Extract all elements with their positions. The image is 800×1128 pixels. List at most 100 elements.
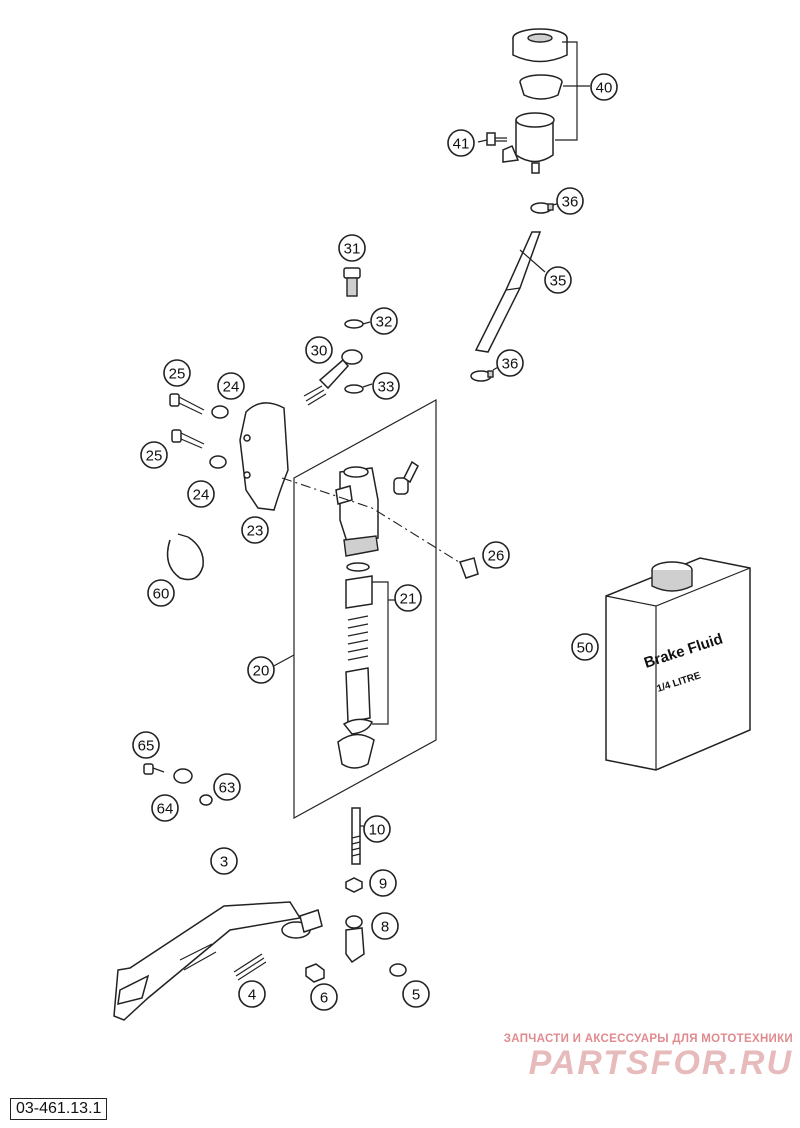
brake-hose <box>474 231 542 353</box>
hose-fitting <box>303 349 363 406</box>
master-cylinder-body <box>335 466 379 557</box>
callout-40: 40 <box>590 73 618 101</box>
callout-circle <box>187 480 215 508</box>
watermark-tagline: ЗАПЧАСТИ И АКСЕССУАРЫ ДЛЯ МОТОТЕХНИКИ <box>503 1033 793 1045</box>
callout-circle <box>310 983 338 1011</box>
callout-5: 5 <box>402 980 430 1008</box>
callout-circle <box>372 372 400 400</box>
callout-label: 33 <box>378 379 395 396</box>
callout-6: 6 <box>310 983 338 1011</box>
bushing-64 <box>173 768 193 784</box>
callout-3: 3 <box>210 847 238 875</box>
bracket-21 <box>372 581 398 725</box>
callout-circle <box>213 773 241 801</box>
callout-label: 41 <box>453 136 470 153</box>
bolt-25-upper <box>169 393 205 415</box>
callout-label: 9 <box>379 876 387 893</box>
o-ring <box>346 562 370 572</box>
callout-35: 35 <box>544 266 572 294</box>
callout-label: 26 <box>488 548 505 565</box>
callout-32: 32 <box>370 307 398 335</box>
callout-label: 63 <box>219 780 236 797</box>
spring <box>347 615 369 661</box>
document-code: 03-461.13.1 <box>10 1098 108 1120</box>
spring-4 <box>233 953 267 981</box>
primary-seal <box>345 575 373 609</box>
reservoir-diaphragm <box>519 74 563 100</box>
callout-circle <box>447 129 475 157</box>
nut-63 <box>199 794 213 806</box>
callout-8: 8 <box>371 912 399 940</box>
circlip-21 <box>342 718 373 735</box>
callout-9: 9 <box>369 869 397 897</box>
callout-label: 23 <box>247 523 264 540</box>
nut-9 <box>345 877 363 893</box>
callout-circle <box>571 633 599 661</box>
callout-circle <box>151 794 179 822</box>
hose-clamp-upper <box>530 202 554 214</box>
callout-label: 35 <box>550 273 567 290</box>
callout-label: 64 <box>157 801 174 818</box>
callout-24: 24 <box>217 372 245 400</box>
dust-boot <box>337 733 375 769</box>
piston <box>345 667 371 723</box>
callout-60: 60 <box>147 579 175 607</box>
callout-circle <box>241 516 269 544</box>
callout-label: 24 <box>223 379 240 396</box>
callout-label: 31 <box>344 241 361 258</box>
callout-label: 20 <box>253 663 270 680</box>
callout-25: 25 <box>163 359 191 387</box>
callout-circle <box>247 656 275 684</box>
callout-label: 3 <box>220 854 228 871</box>
callout-circle <box>147 579 175 607</box>
callout-30: 30 <box>305 336 333 364</box>
callout-31: 31 <box>338 234 366 262</box>
heel-guard <box>239 402 289 511</box>
callout-label: 21 <box>400 591 417 608</box>
callout-label: 4 <box>248 987 256 1004</box>
callout-63: 63 <box>213 773 241 801</box>
callout-circle <box>496 349 524 377</box>
callout-10: 10 <box>363 815 391 843</box>
callout-label: 30 <box>311 343 328 360</box>
brake-pedal <box>113 901 323 1021</box>
callout-36: 36 <box>556 187 584 215</box>
washer-33 <box>344 384 364 394</box>
bushing-24-lower <box>209 455 227 469</box>
callout-41: 41 <box>447 129 475 157</box>
callout-circle <box>556 187 584 215</box>
callout-23: 23 <box>241 516 269 544</box>
callout-circle <box>363 815 391 843</box>
callout-circle <box>370 307 398 335</box>
callout-label: 10 <box>369 822 386 839</box>
callout-label: 60 <box>153 586 170 603</box>
bracket-40 <box>555 41 590 141</box>
screw-65 <box>143 763 165 775</box>
callout-circle <box>394 584 422 612</box>
callout-label: 24 <box>193 487 210 504</box>
callout-circle <box>482 541 510 569</box>
callout-24: 24 <box>187 480 215 508</box>
callout-50: 50 <box>571 633 599 661</box>
callout-20: 20 <box>247 656 275 684</box>
callout-label: 40 <box>596 80 613 97</box>
callout-circle <box>140 441 168 469</box>
callout-label: 6 <box>320 990 328 1007</box>
callout-21: 21 <box>394 584 422 612</box>
callout-circle <box>371 912 399 940</box>
callout-circle <box>217 372 245 400</box>
group-frame-20 <box>293 398 437 820</box>
callout-circle <box>369 869 397 897</box>
banjo-bolt <box>343 267 361 297</box>
bleeder-26 <box>459 557 479 579</box>
elbow-fitting <box>393 460 419 495</box>
callout-label: 65 <box>138 738 155 755</box>
callout-4: 4 <box>238 980 266 1008</box>
callout-label: 5 <box>412 987 420 1004</box>
callout-label: 36 <box>562 194 579 211</box>
callout-label: 25 <box>146 448 163 465</box>
nut-5 <box>389 963 407 977</box>
callout-label: 25 <box>169 366 186 383</box>
